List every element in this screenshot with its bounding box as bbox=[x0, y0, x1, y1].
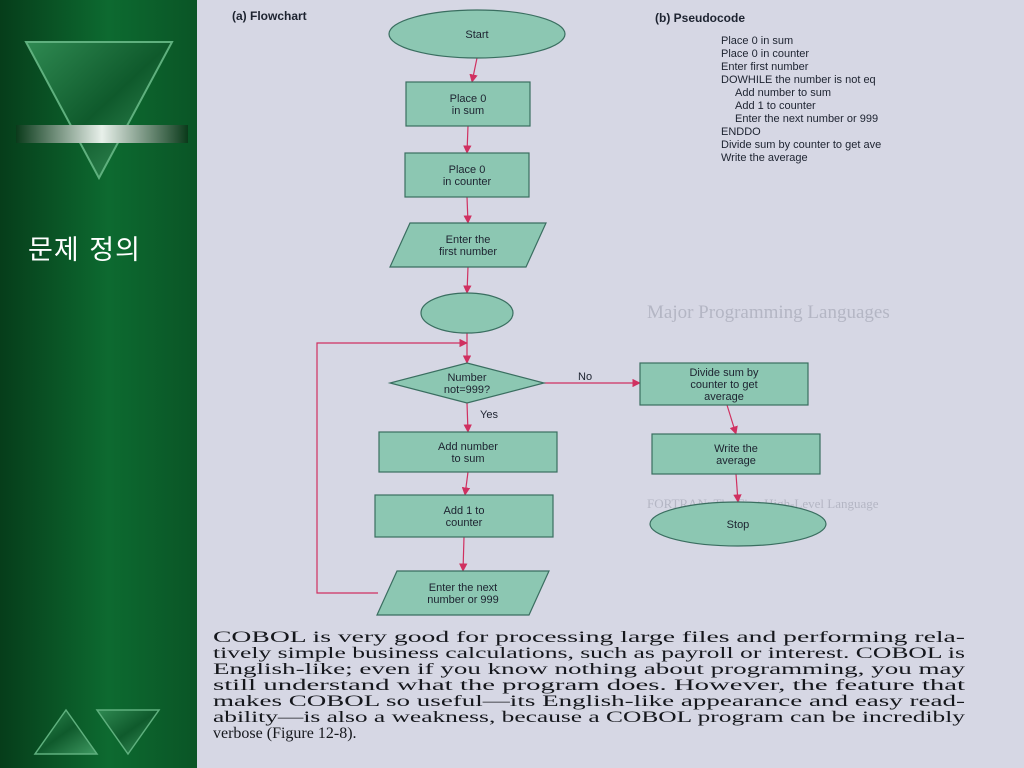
edge-label-yes: Yes bbox=[480, 409, 498, 421]
pseudocode-line: Enter the next number or 999 bbox=[735, 113, 878, 125]
flowchart-node-label: in counter bbox=[443, 176, 492, 188]
pseudocode-line: Place 0 in counter bbox=[721, 48, 809, 60]
flowchart-node-label: to sum bbox=[451, 453, 484, 465]
pseudocode-line: Divide sum by counter to get ave bbox=[721, 139, 881, 151]
flowchart-node-start: Start bbox=[388, 9, 566, 59]
flowchart-heading: (a) Flowchart bbox=[232, 9, 307, 23]
body-text-line: still understand what the program does. … bbox=[213, 677, 966, 694]
background-heading: Major Programming Languages bbox=[647, 302, 890, 323]
flowchart-arrow bbox=[316, 338, 468, 594]
flowchart-node-label: first number bbox=[439, 246, 497, 258]
flowchart-arrow bbox=[463, 402, 472, 433]
flowchart-node-stop: Stop bbox=[649, 501, 827, 547]
flowchart-node-label: Write the bbox=[714, 443, 758, 455]
flowchart-node-counter0: Place 0in counter bbox=[404, 152, 530, 198]
flowchart-node-label: average bbox=[704, 391, 744, 403]
flowchart-node-label: Start bbox=[465, 29, 488, 41]
pseudocode-heading: (b) Pseudocode bbox=[655, 11, 745, 25]
flowchart-arrow bbox=[463, 125, 472, 154]
flowchart-node-label: Enter the bbox=[446, 234, 491, 246]
flowchart-edges bbox=[316, 57, 742, 594]
flowchart-arrow bbox=[726, 404, 738, 435]
slide-title: 문제 정의 bbox=[28, 235, 141, 266]
body-paragraph: COBOL is very good for processing large … bbox=[213, 629, 966, 742]
small-triangle-inverted-icon bbox=[95, 709, 161, 756]
flowchart-node-label: Place 0 bbox=[449, 164, 486, 176]
sidebar-decoration bbox=[16, 41, 188, 756]
flowchart-arrow bbox=[463, 196, 472, 224]
flowchart-connector bbox=[420, 292, 514, 334]
flowchart-arrow bbox=[461, 471, 471, 496]
pseudocode-line: Write the average bbox=[721, 152, 808, 164]
flowchart-figure: Major Programming Languages FORTRAN: The… bbox=[213, 9, 966, 742]
flowchart-node-label: counter bbox=[446, 517, 483, 529]
flowchart-arrow bbox=[463, 266, 472, 294]
small-triangle-icon bbox=[33, 708, 99, 755]
ornament-bar bbox=[16, 125, 188, 143]
sidebar: 문제 정의 bbox=[0, 0, 197, 768]
body-text-line: tively simple business calculations, suc… bbox=[213, 645, 965, 662]
flowchart-node-label: Enter the next bbox=[429, 582, 498, 594]
pseudocode-line: ENDDO bbox=[721, 126, 761, 138]
flowchart-arrow bbox=[733, 473, 742, 503]
pseudocode-line: DOWHILE the number is not eq bbox=[721, 74, 876, 86]
pseudocode-line: Place 0 in sum bbox=[721, 35, 793, 47]
body-text-line: verbose (Figure 12-8). bbox=[213, 725, 357, 742]
body-text-line: English-like; even if you know nothing a… bbox=[213, 661, 965, 678]
edge-label-no: No bbox=[578, 371, 592, 383]
flowchart-node-label: Add number bbox=[438, 441, 498, 453]
flowchart-node-label: Divide sum by bbox=[689, 367, 759, 379]
textbook-page: Major Programming Languages FORTRAN: The… bbox=[197, 0, 1024, 768]
flowchart-node-label: Stop bbox=[727, 519, 750, 531]
flowchart-node-label: Place 0 bbox=[450, 93, 487, 105]
pseudocode-line: Add number to sum bbox=[735, 87, 831, 99]
flowchart-node-label: Add 1 to bbox=[444, 505, 485, 517]
body-text-line: ability—is also a weakness, because a CO… bbox=[213, 709, 965, 726]
flowchart-node-label: Number bbox=[447, 372, 486, 384]
flowchart-node-label: not=999? bbox=[444, 384, 490, 396]
pseudocode-line: Enter first number bbox=[721, 61, 809, 73]
flowchart-node-label: number or 999 bbox=[427, 594, 499, 606]
flowchart-node-label: in sum bbox=[452, 105, 484, 117]
flowchart-node-label: counter to get bbox=[690, 379, 757, 391]
pseudocode-line: Add 1 to counter bbox=[735, 100, 816, 112]
flowchart-node-label: average bbox=[716, 455, 756, 467]
triangle-ornament-icon bbox=[24, 41, 174, 181]
body-text-line: COBOL is very good for processing large … bbox=[213, 629, 965, 646]
body-text-line: makes COBOL so useful—its English-like a… bbox=[213, 693, 965, 710]
flowchart-arrow bbox=[469, 57, 478, 83]
flowchart-arrow bbox=[459, 536, 468, 572]
flowchart-node-sum0: Place 0in sum bbox=[405, 81, 531, 127]
